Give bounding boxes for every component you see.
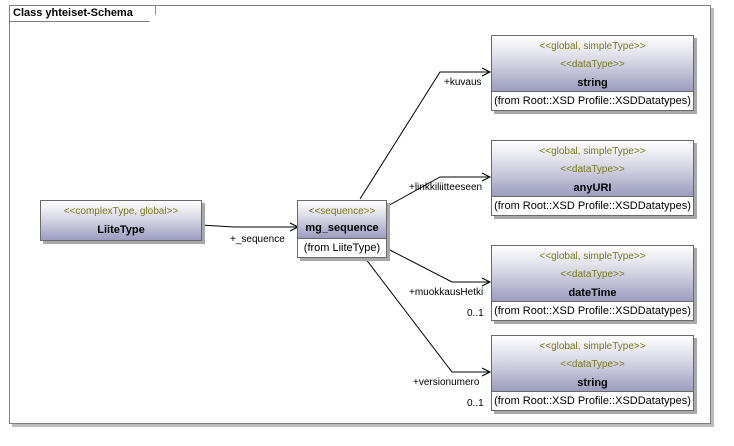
multiplicity-muokkaushetki: 0..1 <box>467 308 484 319</box>
assoc-kuvaus-line <box>359 71 490 200</box>
assoc-versio-arrow <box>481 367 492 377</box>
assoc-kuvaus-arrow <box>481 67 492 77</box>
type-from: (from Root::XSD Profile::XSDDatatypes) <box>494 200 691 212</box>
assoc-versio-line <box>361 253 490 373</box>
type-name: string <box>577 377 608 389</box>
class-type-anyuri[interactable]: <<global, simpleType>> <<dataType>> anyU… <box>491 140 694 216</box>
type-name: string <box>577 77 608 89</box>
assoc-muokkaus-line <box>385 247 490 283</box>
liitetype-name: LiiteType <box>97 224 145 236</box>
type-name: anyURI <box>573 182 612 194</box>
type-name: dateTime <box>568 287 617 299</box>
class-type-string-2[interactable]: <<global, simpleType>> <<dataType>> stri… <box>491 335 694 411</box>
role-label-muokkaushetki: +muokkausHetki <box>409 287 484 298</box>
assoc-linkki-line <box>385 176 490 208</box>
role-label-versionumero: +versionumero <box>413 377 480 388</box>
type-subtype: <<dataType>> <box>560 359 625 370</box>
multiplicity-versionumero: 0..1 <box>467 398 484 409</box>
role-label-kuvaus: +kuvaus <box>444 77 482 88</box>
assoc-muokkaus-arrow <box>481 277 492 287</box>
class-liitetype[interactable]: <<complexType, global>> LiiteType <box>40 200 202 241</box>
class-type-string[interactable]: <<global, simpleType>> <<dataType>> stri… <box>491 35 694 111</box>
type-subtype: <<dataType>> <box>560 269 625 280</box>
assoc-linkki-arrow <box>481 172 492 182</box>
type-stereotype: <<global, simpleType>> <box>539 146 646 157</box>
role-label-linkkiliitteeseen: +linkkiliitteeseen <box>409 182 483 193</box>
type-stereotype: <<global, simpleType>> <box>539 41 646 52</box>
class-type-datetime[interactable]: <<global, simpleType>> <<dataType>> date… <box>491 245 694 321</box>
assoc-sequence-line <box>200 224 298 228</box>
type-subtype: <<dataType>> <box>560 59 625 70</box>
mg-sequence-from: (from LiiteType) <box>303 242 381 254</box>
frame-title: Class yhteiset-Schema <box>10 6 156 22</box>
role-label-sequence: +_sequence <box>230 234 285 245</box>
class-mg-sequence[interactable]: <<sequence>> mg_sequence (from LiiteType… <box>297 200 387 258</box>
type-from: (from Root::XSD Profile::XSDDatatypes) <box>494 395 691 407</box>
type-from: (from Root::XSD Profile::XSDDatatypes) <box>494 305 691 317</box>
type-subtype: <<dataType>> <box>560 164 625 175</box>
mg-sequence-name: mg_sequence <box>305 222 379 234</box>
liitetype-stereotype: <<complexType, global>> <box>63 206 179 217</box>
type-stereotype: <<global, simpleType>> <box>539 341 646 352</box>
type-from: (from Root::XSD Profile::XSDDatatypes) <box>494 95 691 107</box>
type-stereotype: <<global, simpleType>> <box>539 251 646 262</box>
mg-sequence-stereotype: <<sequence>> <box>308 206 376 217</box>
